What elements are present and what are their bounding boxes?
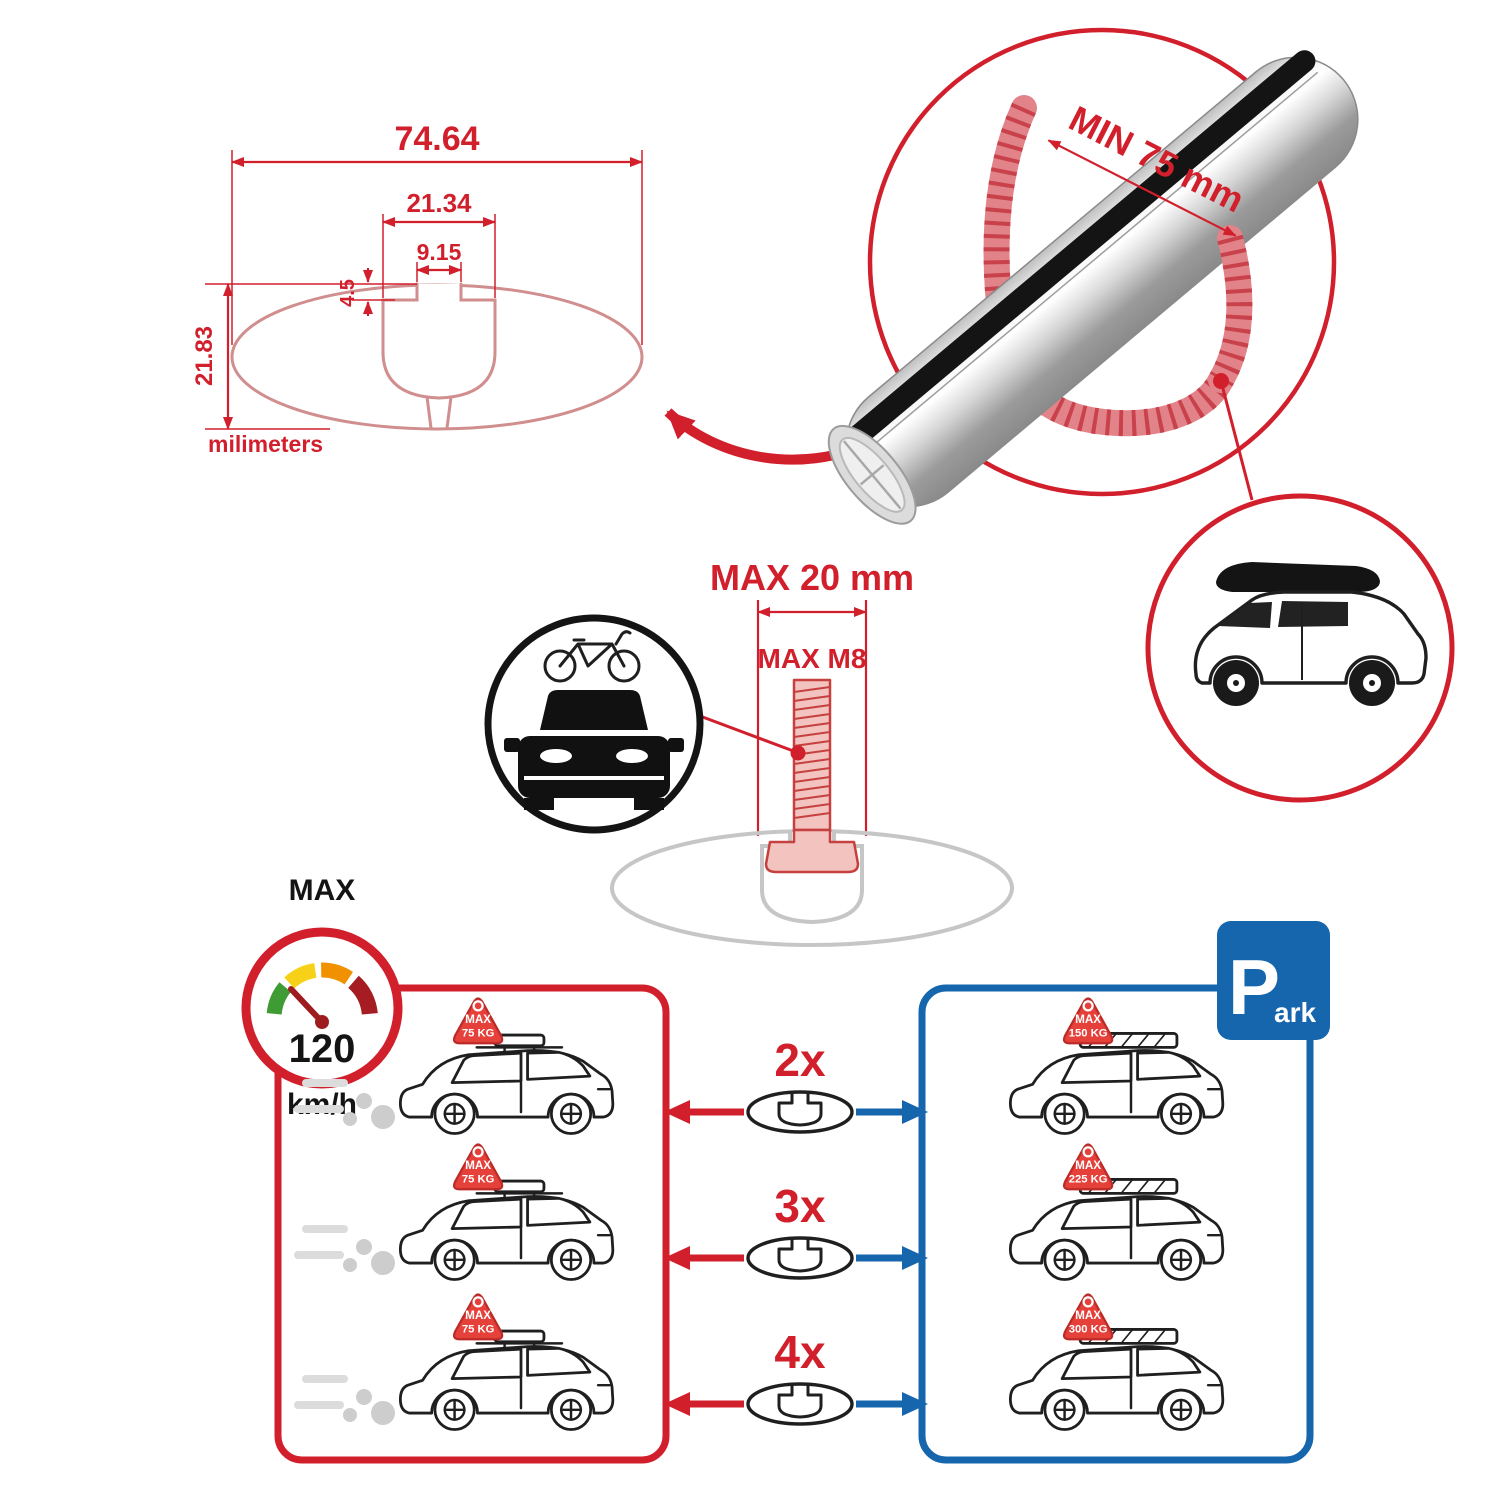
car-icon (400, 1331, 612, 1429)
count-label: 4x (774, 1326, 826, 1378)
moving-box (274, 984, 670, 1464)
speed-value: 120 (289, 1027, 356, 1071)
left-arrow-icon (664, 1246, 690, 1270)
max-thread-label: MAX M8 (758, 643, 867, 674)
dim-total-width: 74.64 (394, 120, 479, 158)
park-sign: P ark (1217, 921, 1330, 1040)
right-arrow-icon (902, 1100, 928, 1124)
technical-drawing: 74.64 21.34 9.15 4.5 21.83 milimeters (191, 120, 644, 457)
dim-total-height: 21.83 (191, 326, 218, 386)
car-with-roofbox-icon (1193, 562, 1428, 706)
roof-load-sign: MAX 75 KG (452, 1143, 504, 1191)
sign-line2: 75 KG (462, 1028, 495, 1040)
speed-max-label: MAX (289, 874, 356, 907)
left-arrow-icon (664, 1100, 690, 1124)
car-icon (1010, 1329, 1222, 1429)
dim-lip-depth: 4.5 (337, 279, 359, 307)
car-front-icon (504, 690, 684, 810)
left-arrow-icon (664, 1392, 690, 1416)
bolt-section: MAX 20 mm MAX M8 (484, 557, 1014, 947)
roofbox-car-detail (1145, 493, 1455, 803)
right-arrow-icon (902, 1392, 928, 1416)
sign-line1: MAX (1075, 1013, 1101, 1026)
car-front-detail (484, 614, 806, 834)
moving-cars: MAX 75 KG MAX 75 KG MAX 75 KG (294, 997, 613, 1429)
sign-line2: 300 KG (1069, 1324, 1108, 1336)
comparison-row: 4x (664, 1326, 928, 1426)
car-icon (400, 1181, 612, 1279)
roof-load-sign: MAX 300 KG (1062, 1293, 1114, 1341)
t-bolt-icon (764, 678, 860, 874)
crossbar-detail: MIN 75 mm (827, 27, 1359, 525)
sign-line2: 150 KG (1069, 1028, 1108, 1040)
dim-outer-slot-width: 21.34 (406, 188, 472, 218)
sign-line1: MAX (465, 1159, 491, 1172)
sign-line1: MAX (465, 1309, 491, 1322)
crossbar-profile-icon (746, 1382, 854, 1426)
roof-load-sign: MAX 75 KG (452, 1293, 504, 1341)
sign-line2: 75 KG (462, 1174, 495, 1186)
units-label: milimeters (208, 431, 323, 457)
strap-front (1208, 225, 1253, 393)
sign-line1: MAX (465, 1013, 491, 1026)
roof-load-sign: MAX 225 KG (1062, 1143, 1114, 1191)
count-label: 2x (774, 1034, 826, 1086)
parked-box (918, 984, 1314, 1464)
sign-line2: 75 KG (462, 1324, 495, 1336)
car-icon (400, 1035, 612, 1133)
roof-load-sign: MAX 75 KG (452, 997, 504, 1045)
right-arrow-icon (902, 1246, 928, 1270)
car-icon (1010, 1179, 1222, 1279)
sign-line1: MAX (1075, 1309, 1101, 1322)
parked-cars: MAX 150 KG MAX 225 KG MAX 300 KG (1010, 997, 1222, 1429)
count-label: 3x (774, 1180, 826, 1232)
leader-line (1219, 380, 1254, 501)
sign-line1: MAX (1075, 1159, 1101, 1172)
comparison-row: 2x (664, 1034, 928, 1134)
dim-inner-slot-width: 9.15 (417, 239, 462, 265)
sign-line2: 225 KG (1069, 1174, 1108, 1186)
bike-icon (543, 630, 641, 683)
car-icon (1010, 1033, 1222, 1133)
park-sign-p: P (1228, 943, 1280, 1031)
park-sign-ark: ark (1274, 997, 1316, 1028)
roof-load-sign: MAX 150 KG (1062, 997, 1114, 1045)
comparison-row: 3x (664, 1180, 928, 1280)
max-bolt-length-label: MAX 20 mm (710, 557, 914, 598)
crossbar-profile-icon (746, 1090, 854, 1134)
smoke-icon (294, 1079, 395, 1425)
crossbar-profile-icon (746, 1236, 854, 1280)
t-slot-outline (381, 282, 497, 400)
gauge-needle (288, 986, 325, 1025)
